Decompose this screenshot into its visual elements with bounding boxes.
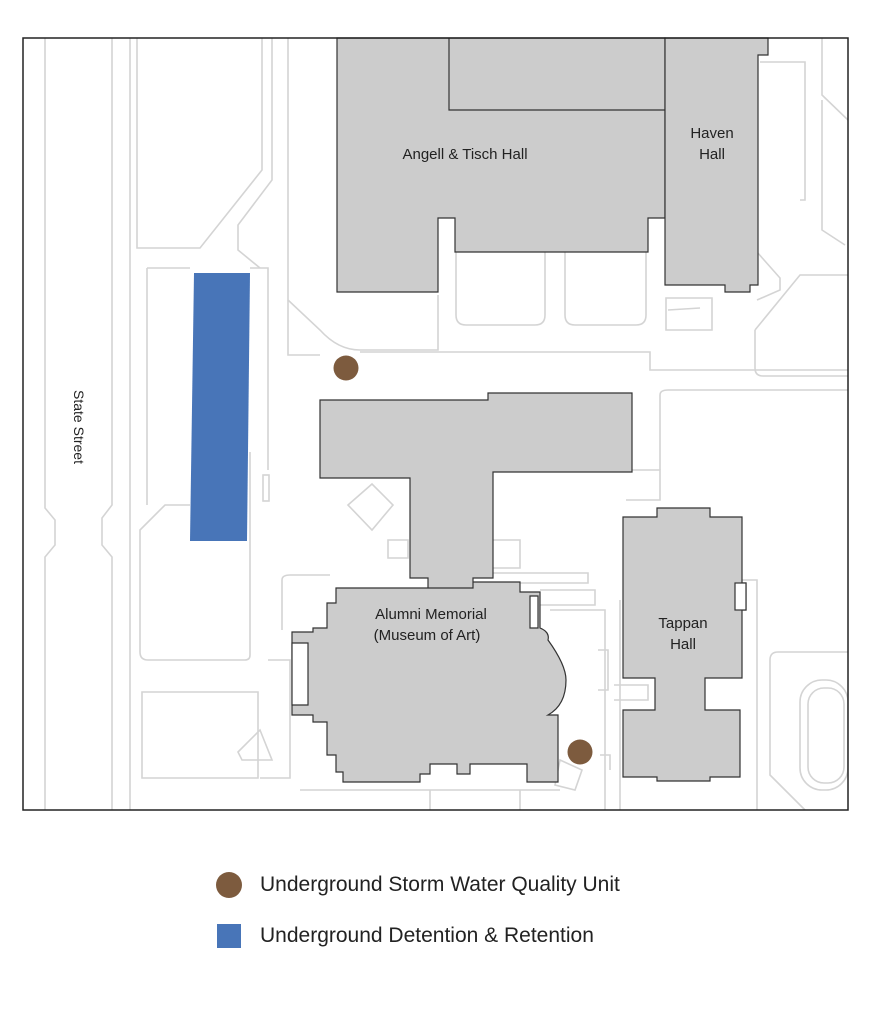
- circle-icon: [216, 872, 242, 898]
- building-alumni-memorial-west-notch: [291, 642, 309, 706]
- building-alumni-memorial: [291, 392, 633, 783]
- legend: Underground Storm Water Quality Unit Und…: [216, 868, 620, 970]
- square-icon: [217, 924, 241, 948]
- legend-label: Underground Detention & Retention: [260, 924, 594, 947]
- building-angell-inner-wing: [448, 38, 665, 111]
- buildings: [291, 37, 769, 783]
- label-state-street: State Street: [71, 390, 87, 464]
- tappan-east-notch: [734, 582, 747, 611]
- label-alumni-memorial-line1: Alumni Memorial: [375, 606, 487, 623]
- campus-map: Angell & Tisch Hall Haven Hall Alumni Me…: [22, 37, 849, 811]
- legend-label: Underground Storm Water Quality Unit: [260, 873, 620, 896]
- storm-water-unit-south: [567, 739, 593, 765]
- label-angell-tisch-hall: Angell & Tisch Hall: [402, 146, 527, 163]
- building-haven-hall: [664, 37, 769, 293]
- storm-water-unit-north: [333, 355, 359, 381]
- label-tappan-hall-line2: Hall: [670, 636, 696, 653]
- pathways: [44, 38, 848, 810]
- label-haven-hall-line1: Haven: [690, 125, 733, 142]
- building-alumni-memorial-east-bay: [529, 595, 539, 629]
- label-alumni-memorial-line2: (Museum of Art): [374, 627, 481, 644]
- map-frame: [22, 37, 849, 811]
- detention-retention-area: [190, 273, 250, 541]
- building-tappan-hall: [622, 507, 747, 782]
- label-tappan-hall-line1: Tappan: [658, 615, 707, 632]
- label-haven-hall-line2: Hall: [699, 146, 725, 163]
- legend-item-detention-retention: Underground Detention & Retention: [216, 919, 620, 953]
- legend-item-storm-water-unit: Underground Storm Water Quality Unit: [216, 868, 620, 902]
